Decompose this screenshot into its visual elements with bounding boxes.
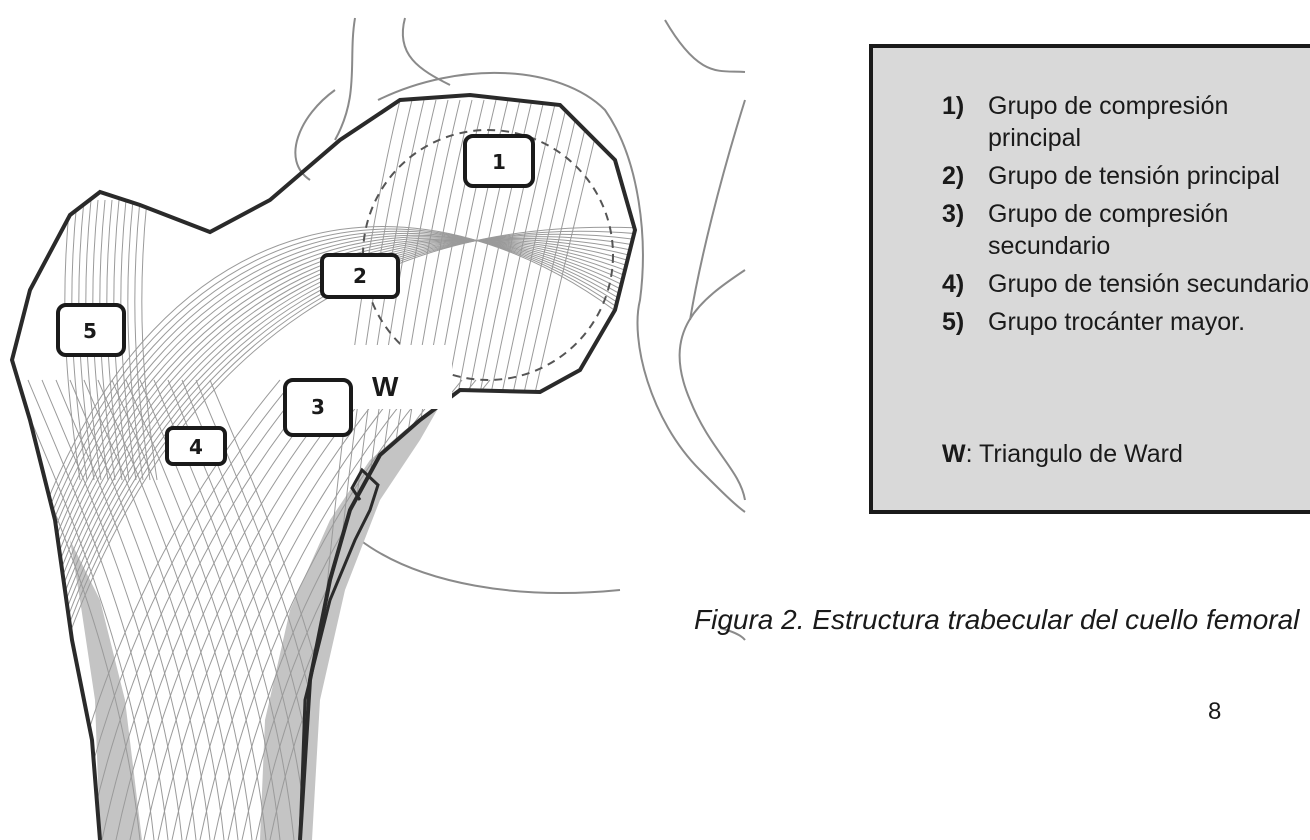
legend-ward-text: : Triangulo de Ward [966,440,1183,468]
ward-triangle-label: W [372,371,399,402]
callout-label: 3 [311,395,325,419]
legend-item-text: Grupo trocánter mayor. [988,306,1310,338]
legend-item-text: Grupo de tensión secundario [988,268,1310,300]
trabecula [435,100,580,840]
legend-item-number: 3) [942,198,988,262]
pelvis-outline [295,18,745,640]
trabecular-lines [0,100,640,840]
page-number: 8 [1208,698,1221,726]
legend-item-number: 1) [942,90,988,154]
legend-ward-entry: W: Triangulo de Ward [942,440,1183,469]
callout-2: 2 [322,255,398,297]
legend-item-text: Grupo de tensión principal [988,160,1310,192]
legend-list: 1) Grupo de compresión principal 2) Grup… [942,90,1310,344]
legend-item: 5) Grupo trocánter mayor. [942,306,1310,338]
trabecula [453,100,604,840]
figure-caption: Figura 2. Estructura trabecular del cuel… [694,604,1299,636]
legend-item-number: 5) [942,306,988,338]
trabecula [417,100,556,840]
trabecula [399,100,532,840]
callout-5: 5 [58,305,124,355]
legend-item: 1) Grupo de compresión principal [942,90,1310,154]
legend-item-number: 2) [942,160,988,192]
callout-4: 4 [167,428,225,464]
legend-ward-key: W [942,440,966,468]
callout-label: 5 [83,319,97,343]
trabecula [408,100,544,840]
legend-item-number: 4) [942,268,988,300]
callout-1: 1 [465,136,533,186]
legend-item-text: Grupo de compresión secundario [988,198,1310,262]
legend-item-text: Grupo de compresión principal [988,90,1310,154]
femur-trabecular-illustration: W 1 2 3 4 5 [0,0,750,840]
callout-label: 1 [492,150,506,174]
legend-item: 4) Grupo de tensión secundario [942,268,1310,300]
callout-label: 2 [353,264,367,288]
trabecula [390,100,520,840]
legend-item: 2) Grupo de tensión principal [942,160,1310,192]
legend-item: 3) Grupo de compresión secundario [942,198,1310,262]
trabecula [40,231,640,712]
callout-label: 4 [189,435,203,459]
callout-3: 3 [285,380,351,435]
